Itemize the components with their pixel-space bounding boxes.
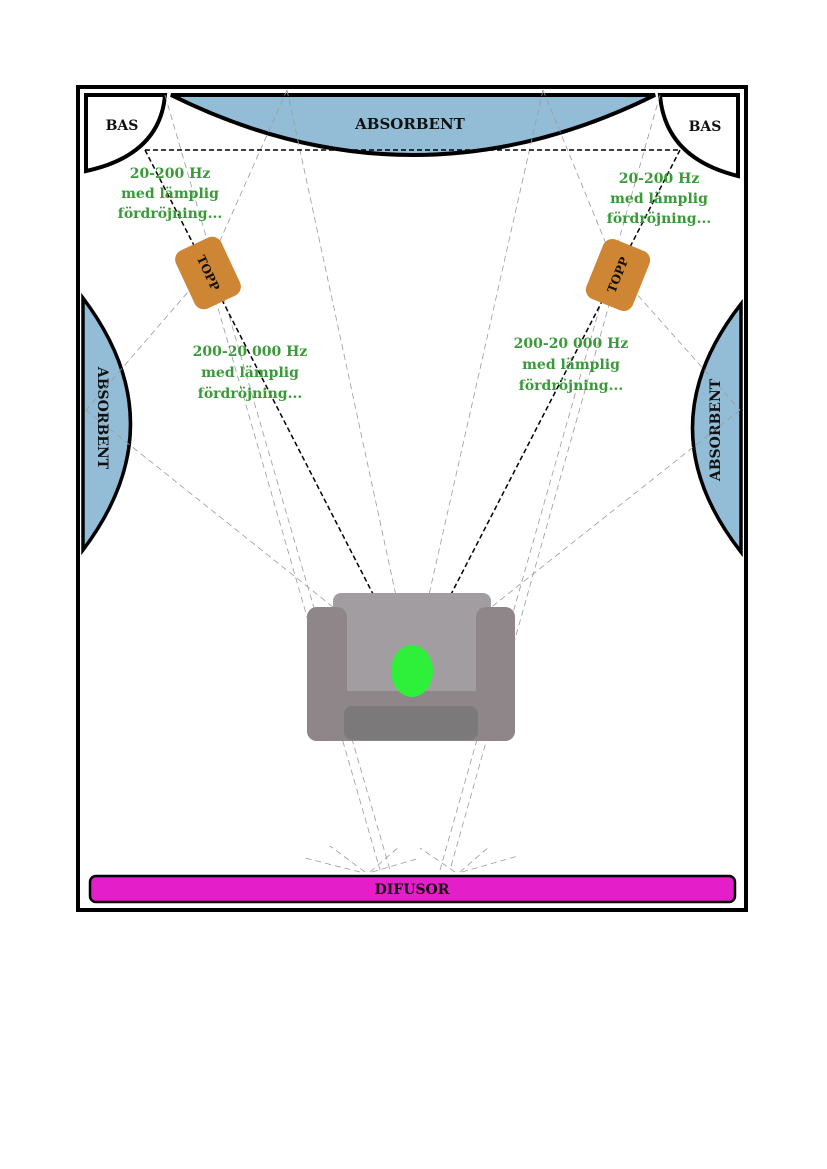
absorbent-right-panel: [690, 298, 743, 558]
note-line: med lämplig: [522, 357, 620, 373]
bas-left-label: BAS: [106, 118, 139, 134]
bass-corner-left: [84, 93, 168, 174]
difusor-label: DIFUSOR: [375, 882, 450, 898]
sofa-arm-left: [307, 607, 347, 741]
note-line: 200-20 000 Hz: [514, 336, 629, 352]
note-line: 20-200 Hz: [619, 171, 700, 187]
sofa-cushion: [344, 706, 478, 740]
speaker-top-left: TOPP: [175, 236, 241, 310]
note-line: 20-200 Hz: [130, 166, 211, 182]
note-top-left: 200-20 000 Hz med lämplig fördröjning...: [193, 344, 308, 402]
absorbent-left-panel: [81, 292, 133, 556]
note-line: fördröjning...: [607, 211, 711, 227]
diffusor-panel: [88, 874, 737, 904]
note-line: med lämplig: [610, 191, 708, 207]
bas-right-label: BAS: [689, 119, 722, 135]
note-top-right: 200-20 000 Hz med lämplig fördröjning...: [514, 336, 629, 394]
speaker-top-right: TOPP: [585, 238, 651, 312]
note-bass-left: 20-200 Hz med lämplig fördröjning...: [118, 166, 222, 222]
absorbent-left-label: ABSORBENT: [94, 366, 110, 470]
absorbent-top-panel: [170, 93, 656, 157]
note-line: fördröjning...: [198, 386, 302, 402]
direct-sound-paths: [144, 149, 681, 671]
note-line: fördröjning...: [519, 378, 623, 394]
note-line: fördröjning...: [118, 206, 222, 222]
note-line: med lämplig: [201, 365, 299, 381]
note-bass-right: 20-200 Hz med lämplig fördröjning...: [607, 171, 711, 227]
room-wall: [76, 85, 748, 912]
note-line: med lämplig: [121, 186, 219, 202]
absorbent-right-label: ABSORBENT: [708, 378, 724, 482]
listener-position: [391, 645, 433, 697]
bass-corner-right: [657, 93, 740, 179]
absorbent-top-label: ABSORBENT: [354, 115, 466, 133]
sofa-arm-right: [476, 607, 515, 741]
note-line: 200-20 000 Hz: [193, 344, 308, 360]
sofa-back: [333, 593, 491, 691]
